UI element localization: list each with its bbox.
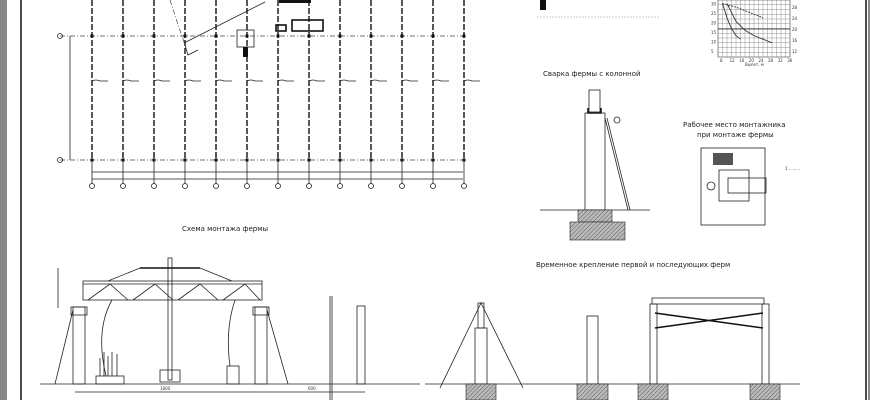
sling-detail (537, 0, 660, 18)
y-tick-label: 15 (711, 30, 717, 35)
temporary-fastening-title: Временное крепление первой и последующих… (536, 261, 730, 269)
axis-marker (430, 183, 436, 189)
callout-leader (91, 79, 108, 82)
span-side-dim: 600 (308, 386, 316, 391)
callout-leader (246, 79, 263, 82)
y-tick-label: 5 (711, 49, 714, 54)
x-tick-label: 12 (730, 58, 736, 63)
axis-marker (275, 183, 281, 189)
x-tick-label: 24 (758, 58, 764, 63)
y-tick-label: 25 (711, 11, 717, 16)
axis-marker (306, 183, 312, 189)
column (152, 34, 156, 38)
axis-marker (89, 183, 95, 189)
callout-leader (463, 79, 480, 82)
y2-tick-label: 12 (792, 49, 798, 54)
crane-plan (169, 0, 324, 57)
series-line-capacity-1 (722, 3, 741, 40)
y2-tick-label: 24 (792, 16, 798, 21)
x-tick-label: 28 (768, 58, 774, 63)
y2-tick-label: 16 (792, 38, 798, 43)
axis-marker (120, 183, 126, 189)
axis-marker (57, 33, 63, 39)
callout-leader (339, 79, 356, 82)
truss-erection-elevation (40, 257, 420, 400)
x-tick-label: 8 (720, 58, 723, 63)
callout-leader (153, 79, 170, 82)
axis-marker (337, 183, 343, 189)
column (307, 34, 311, 38)
x-tick-label: 20 (749, 58, 755, 63)
column (276, 34, 280, 38)
workplace-plan: 1 ......... (700, 147, 800, 226)
column (183, 34, 187, 38)
callout-leader (401, 79, 418, 82)
callout-leader (370, 79, 387, 82)
column (214, 34, 218, 38)
axis-marker (151, 183, 157, 189)
callout-leader (215, 79, 232, 82)
column (338, 34, 342, 38)
y-tick-label: 10 (711, 40, 717, 45)
callout-leader (122, 79, 139, 82)
workplace-title-2: при монтаже фермы (697, 131, 774, 139)
axis-marker (182, 183, 188, 189)
truss-erection-scheme-title: Схема монтажа фермы (182, 225, 268, 233)
y-tick-label: 30 (711, 2, 717, 7)
chart-xlabel: Вылет, м (745, 62, 764, 67)
truss-column-welding-title: Сварка фермы с колонной (543, 70, 641, 78)
axis-marker (461, 183, 467, 189)
series-line-hook-height (722, 3, 764, 19)
span-main-dim: 1800 (160, 386, 171, 391)
welding-detail (540, 89, 650, 241)
column (121, 34, 125, 38)
column (462, 34, 466, 38)
callout-leader (184, 79, 201, 82)
callout-leader (308, 79, 325, 82)
axis-marker (399, 183, 405, 189)
column (245, 34, 249, 38)
column (400, 34, 404, 38)
axis-marker (244, 183, 250, 189)
workplace-title-1: Рабочее место монтажника (683, 121, 786, 129)
series-line-capacity-2 (726, 3, 773, 44)
y2-tick-label: 20 (792, 27, 798, 32)
y-tick-label: 20 (711, 21, 717, 26)
y2-tick-label: 28 (792, 5, 798, 10)
x-tick-label: 16 (739, 58, 745, 63)
svg-text:1 .........: 1 ......... (785, 166, 800, 171)
callout-leader (277, 79, 294, 82)
axis-marker (57, 157, 63, 163)
column (369, 34, 373, 38)
column (431, 34, 435, 38)
axis-marker (368, 183, 374, 189)
callout-leader (432, 79, 449, 82)
x-tick-label: 32 (778, 58, 784, 63)
column (90, 34, 94, 38)
axis-marker (213, 183, 219, 189)
temporary-fastening-details (425, 297, 800, 400)
plan-view (57, 0, 480, 189)
x-tick-label: 36 (787, 58, 793, 63)
